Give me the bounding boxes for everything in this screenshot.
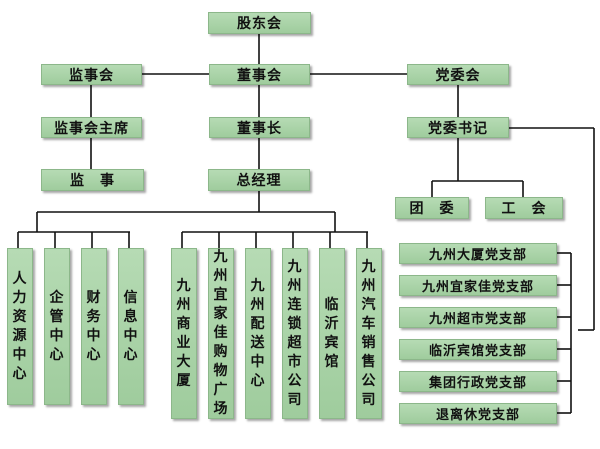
company-box: 临沂宾馆	[319, 248, 345, 419]
node-general-manager: 总经理	[208, 169, 310, 191]
party-branch-box: 九州超市党支部	[399, 307, 557, 328]
center-box: 人力资源中心	[7, 248, 33, 405]
node-trade-union: 工 会	[485, 197, 563, 219]
node-party-secretary: 党委书记	[407, 117, 509, 138]
node-supervisory-chairman: 监事会主席	[41, 117, 142, 138]
node-shareholders-meeting: 股东会	[208, 12, 311, 34]
center-box: 信息中心	[118, 248, 144, 405]
party-branch-box: 九州宜家佳党支部	[399, 275, 557, 296]
party-branch-box: 集团行政党支部	[399, 371, 557, 392]
node-youth-league: 团 委	[395, 197, 469, 219]
node-supervisor: 监 事	[41, 169, 144, 191]
company-box: 九州宜家佳购物广场	[208, 248, 234, 419]
node-board-of-directors: 董事会	[209, 64, 310, 85]
center-box: 财务中心	[81, 248, 107, 405]
company-box: 九州商业大厦	[171, 248, 197, 419]
center-box: 企管中心	[44, 248, 70, 405]
company-box: 九州汽车销售公司	[356, 248, 382, 419]
company-box: 九州配送中心	[245, 248, 271, 419]
party-branch-box: 退离休党支部	[399, 403, 557, 424]
node-party-committee: 党委会	[407, 64, 509, 85]
party-branch-box: 九州大厦党支部	[399, 243, 557, 264]
node-chairman: 董事长	[209, 117, 310, 138]
node-board-of-supervisors: 监事会	[41, 64, 142, 85]
company-box: 九州连锁超市公司	[282, 248, 308, 419]
party-branch-box: 临沂宾馆党支部	[399, 339, 557, 360]
